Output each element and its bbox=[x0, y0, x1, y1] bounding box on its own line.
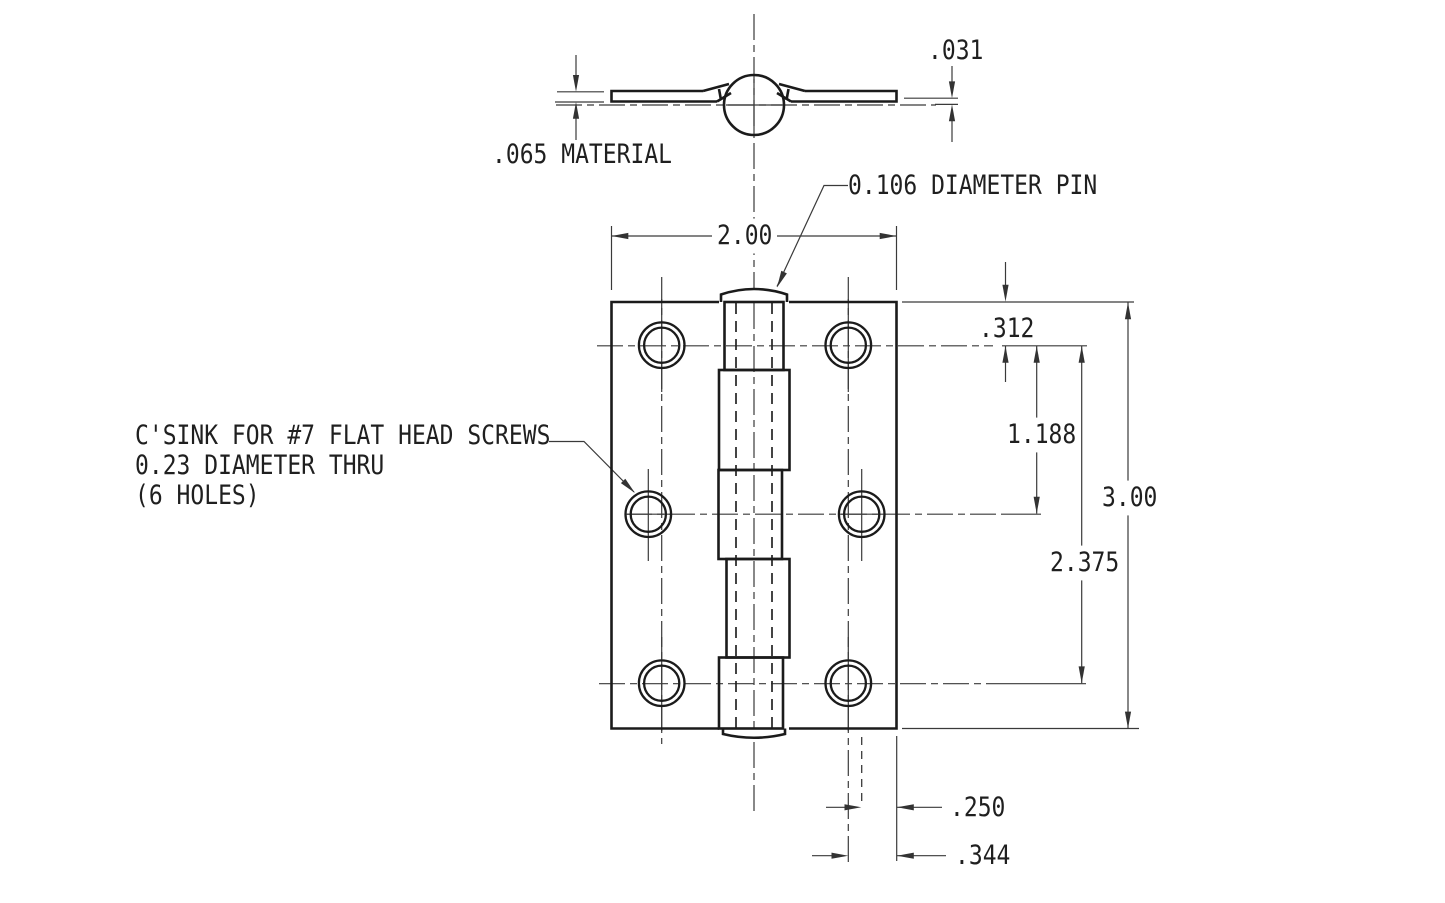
pin-diameter-note: 0.106 DIAMETER PIN bbox=[848, 170, 1098, 202]
hinge-top-view bbox=[610, 73, 898, 137]
arrowheads bbox=[572, 75, 1132, 859]
left-leaf-section bbox=[610, 89, 717, 103]
top-hole-offset-dimension: .312 bbox=[979, 313, 1035, 345]
hinge-front-view bbox=[610, 287, 898, 740]
screw-holes bbox=[624, 321, 886, 708]
knuckle-segments bbox=[717, 287, 791, 740]
width-dimension: 2.00 bbox=[712, 218, 778, 254]
material-thickness-note: .065 MATERIAL bbox=[492, 139, 673, 171]
countersink-note-line2: 0.23 DIAMETER THRU bbox=[135, 450, 385, 482]
leaf-height-dimension: 3.00 bbox=[1097, 480, 1163, 516]
right-leaf-section bbox=[791, 89, 898, 103]
knuckle-barrel-section bbox=[722, 73, 786, 137]
middle-hole-dimension: 1.188 bbox=[1002, 417, 1082, 453]
pin-bottom-cap bbox=[721, 728, 787, 740]
pin-top-cap bbox=[719, 287, 789, 302]
left-leaf bbox=[610, 300, 719, 730]
middle-hole-edge-dimension: .250 bbox=[950, 792, 1006, 824]
corner-hole-edge-dimension: .344 bbox=[955, 840, 1011, 872]
pin-offset-dimension: .031 bbox=[928, 35, 984, 67]
bottom-hole-dimension: 2.375 bbox=[1045, 545, 1125, 581]
right-leaf bbox=[789, 300, 898, 730]
countersink-note-line1: C'SINK FOR #7 FLAT HEAD SCREWS bbox=[135, 420, 551, 452]
countersink-note-line3: (6 HOLES) bbox=[135, 480, 260, 512]
